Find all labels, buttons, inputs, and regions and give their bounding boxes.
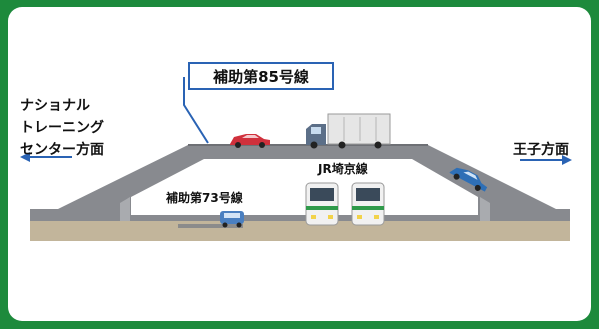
abutment-left [120, 197, 130, 221]
small-car-icon [220, 211, 244, 228]
underpass-road-label: 補助第73号線 [166, 191, 243, 205]
left-direction-line: ナショナル [20, 98, 90, 114]
left-direction-line: トレーニング [20, 120, 104, 136]
arrow-left-icon [20, 152, 72, 162]
label-leader [183, 77, 209, 144]
underpass-road [178, 224, 243, 228]
train-icon [351, 182, 385, 226]
left-direction-label: ナショナル トレーニング センター方面 [20, 95, 104, 161]
train-icon [305, 182, 339, 226]
railway-label: JR埼京線 [318, 162, 368, 176]
overpass-road-label: 補助第85号線 [188, 62, 334, 90]
truck-icon [306, 113, 391, 149]
diagram-frame: 補助第85号線 ナショナル トレーニング センター方面 王子方面 補助第73号線… [8, 7, 591, 321]
red-car-icon [230, 134, 270, 148]
arrow-right-icon [520, 155, 572, 165]
overpass-diagram [20, 77, 572, 241]
underpass-opening [131, 159, 478, 215]
left-direction-line: センター方面 [20, 142, 104, 158]
right-direction-label: 王子方面 [513, 142, 569, 158]
blue-car-icon [449, 167, 488, 192]
abutment-right [480, 197, 490, 221]
